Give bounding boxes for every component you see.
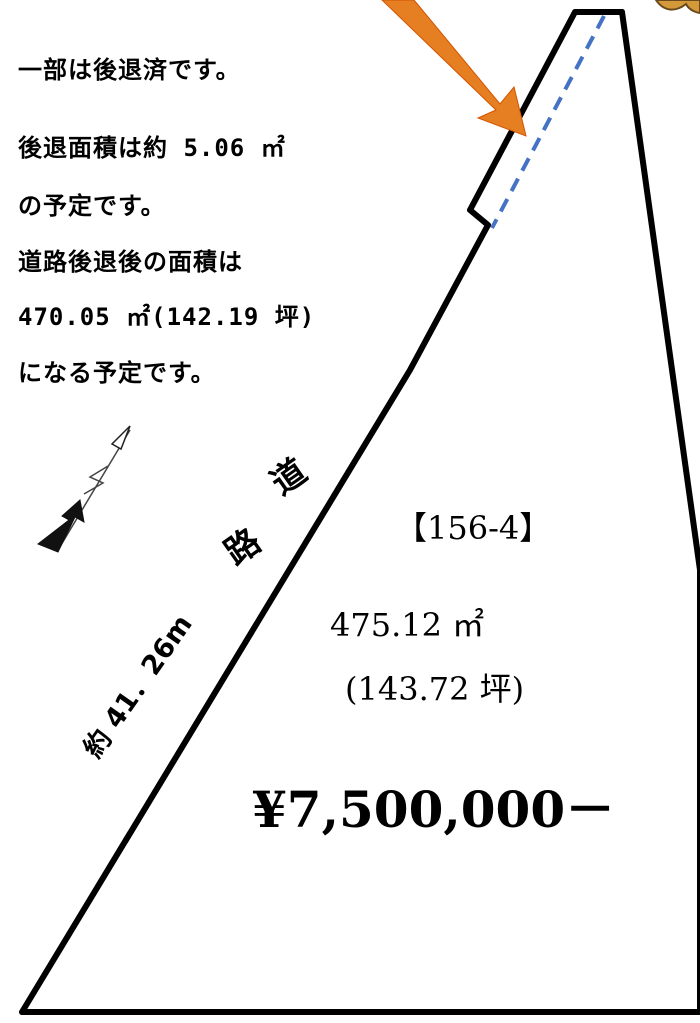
decorative-corner-icon: [654, 0, 700, 15]
north-arrow-icon: [37, 425, 131, 553]
lot-boundary: [19, 9, 700, 1015]
lot-area-sqm: 475.12 ㎡: [330, 606, 485, 644]
note-after-setback-heading: 道路後退後の面積は: [18, 248, 243, 276]
setback-line: [490, 15, 606, 229]
note-setback-area-suffix: の予定です。: [18, 192, 166, 220]
pointer-arrow: [381, 0, 527, 137]
note-setback-area: 後退面積は約 5.06 ㎡: [18, 134, 286, 162]
note-after-setback-suffix: になる予定です。: [18, 359, 216, 387]
lot-number: 【156-4】: [395, 509, 552, 547]
note-partial-setback: 一部は後退済です。: [18, 56, 241, 84]
note-after-setback-area: 470.05 ㎡(142.19 坪): [18, 303, 316, 331]
lot-price: ¥7,500,000－: [252, 780, 616, 839]
lot-area-tsubo: (143.72 坪): [345, 670, 525, 708]
